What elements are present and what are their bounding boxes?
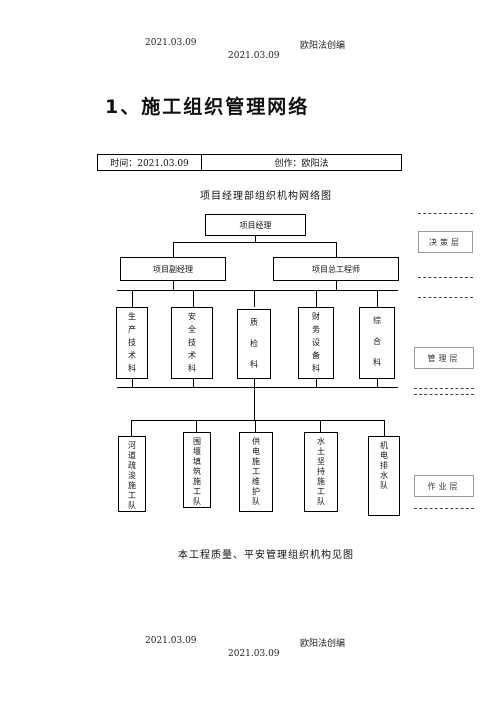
connector — [173, 242, 174, 257]
connector — [384, 420, 385, 436]
layer-divider — [418, 277, 473, 278]
connector — [193, 290, 194, 307]
connector — [173, 242, 337, 243]
department-box: 财务设备科 — [298, 307, 334, 379]
deputy-manager-box: 项目副经理 — [120, 257, 226, 281]
connector — [173, 281, 174, 290]
connector — [132, 290, 133, 307]
layer-divider — [418, 213, 473, 214]
department-box: 生产技术科 — [116, 307, 148, 379]
team-box: 机电排水队 — [368, 436, 400, 516]
header-author: 欧阳法创编 — [300, 41, 346, 51]
connector — [196, 420, 197, 432]
connector — [316, 379, 317, 387]
connector — [193, 379, 194, 387]
info-table: 时间：2021.03.09 创作：欧阳法 — [97, 154, 402, 171]
chart-title: 项目经理部组织机构网络图 — [200, 191, 332, 202]
connector — [254, 290, 255, 307]
department-box: 质检科 — [237, 309, 271, 379]
header-date: 2021.03.09 — [145, 38, 197, 48]
footer-date: 2021.03.09 — [145, 636, 197, 646]
department-box: 综合科 — [359, 307, 395, 379]
layer-divider — [414, 508, 474, 509]
team-box: 河道疏浚施工队 — [118, 436, 146, 512]
management-layer-label: 管理层 — [414, 347, 474, 369]
footer-date-secondary: 2021.03.09 — [228, 649, 280, 659]
connector — [336, 242, 337, 257]
team-box: 水土坚持施工队 — [304, 432, 338, 512]
connector — [255, 236, 256, 242]
project-manager-box: 项目经理 — [205, 214, 306, 236]
team-box: 围堰填筑施工队 — [183, 432, 211, 508]
team-box: 供电施工维护队 — [239, 432, 273, 512]
chief-engineer-box: 项目总工程师 — [273, 257, 399, 281]
connector — [320, 420, 321, 432]
footer-author: 欧阳法创编 — [300, 639, 346, 649]
header-date-secondary: 2021.03.09 — [228, 51, 280, 61]
info-time: 时间：2021.03.09 — [98, 155, 202, 170]
operation-layer-label: 作业层 — [414, 475, 474, 497]
connector — [254, 387, 255, 420]
connector — [131, 420, 132, 436]
figure-caption: 本工程质量、平安管理组织机构见图 — [178, 550, 354, 561]
connector — [254, 379, 255, 387]
connector — [117, 290, 398, 291]
section-title: 1、施工组织管理网络 — [105, 96, 310, 118]
layer-divider — [414, 388, 474, 389]
decision-layer-label: 决策层 — [418, 231, 473, 253]
info-creator: 创作：欧阳法 — [274, 159, 329, 169]
connector — [255, 420, 256, 432]
connector — [132, 379, 133, 387]
connector — [117, 387, 398, 388]
connector — [336, 281, 337, 290]
layer-divider — [414, 394, 474, 395]
layer-divider — [418, 297, 473, 298]
connector — [377, 379, 378, 387]
department-box: 安全技术科 — [171, 307, 213, 379]
connector — [316, 290, 317, 307]
connector — [377, 290, 378, 307]
connector — [131, 420, 385, 421]
